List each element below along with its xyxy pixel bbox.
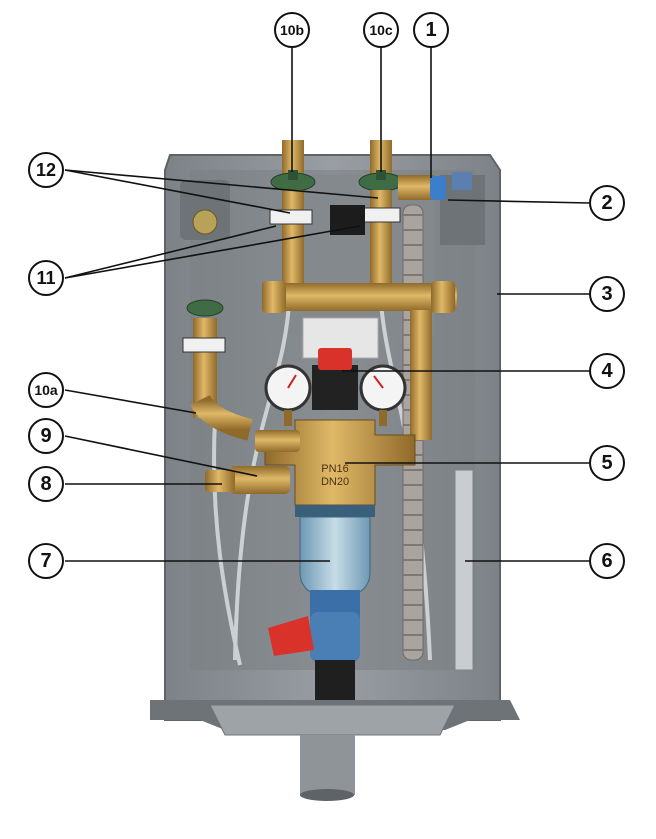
leader-2 — [447, 199, 591, 204]
callout-5: 5 — [589, 445, 625, 481]
callout-5-label: 5 — [601, 452, 612, 474]
filter-valve-body: PN16 DN20 — [205, 419, 416, 506]
callout-7: 7 — [28, 543, 64, 579]
manifold-pipe — [262, 283, 457, 311]
body-marking-line2: DN20 — [321, 476, 349, 488]
leader-10a — [64, 389, 197, 414]
callout-12-label: 12 — [36, 160, 56, 180]
callout-11-label: 11 — [36, 268, 55, 288]
callout-3-label: 3 — [601, 283, 612, 305]
callout-10c: 10c — [363, 12, 399, 48]
callout-10c-label: 10c — [369, 22, 393, 38]
mounting-rail — [454, 469, 474, 671]
leader-12-b — [64, 169, 379, 199]
leader-11-b — [64, 225, 361, 279]
callout-10b-label: 10b — [280, 22, 304, 38]
blue-cap — [430, 176, 446, 200]
callout-10a-label: 10a — [34, 382, 58, 398]
callout-4: 4 — [589, 353, 625, 389]
callout-3: 3 — [589, 276, 625, 312]
callout-7-label: 7 — [40, 550, 51, 572]
callout-10a: 10a — [28, 372, 64, 408]
valve-body-right — [370, 190, 392, 285]
leader-11-a — [64, 225, 277, 279]
callout-8-label: 8 — [40, 473, 51, 495]
callout-6: 6 — [589, 543, 625, 579]
callout-6-label: 6 — [601, 550, 612, 572]
drain-ball-valve — [268, 612, 360, 662]
callout-1-label: 1 — [425, 19, 436, 41]
filter-head — [312, 365, 358, 410]
leader-9 — [64, 435, 258, 477]
drain-valve-left — [182, 299, 253, 441]
manifold-nut-left — [262, 281, 286, 313]
callout-1: 1 — [413, 12, 449, 48]
right-riser-pipe — [410, 310, 432, 440]
inlet-pipe-left — [282, 140, 304, 180]
pressure-gauge-left — [264, 364, 312, 426]
callout-2: 2 — [589, 185, 625, 221]
red-cap — [318, 348, 352, 370]
pressure-gauge-right — [359, 364, 407, 426]
manifold-nut-right — [431, 281, 455, 313]
callout-4-label: 4 — [601, 360, 613, 382]
callout-10b: 10b — [274, 12, 310, 48]
body-marking-line1: PN16 — [321, 463, 349, 475]
callout-9: 9 — [28, 418, 64, 454]
drip-tray — [150, 700, 520, 801]
callout-8: 8 — [28, 466, 64, 502]
upper-connector — [398, 175, 434, 200]
leader-12-a — [64, 169, 291, 214]
callout-11: 11 — [28, 260, 64, 296]
callout-12: 12 — [28, 152, 64, 188]
drain-outlet — [315, 660, 355, 705]
valve-tag-left — [269, 209, 313, 225]
callout-9-label: 9 — [40, 425, 51, 447]
callout-2-label: 2 — [601, 192, 612, 214]
